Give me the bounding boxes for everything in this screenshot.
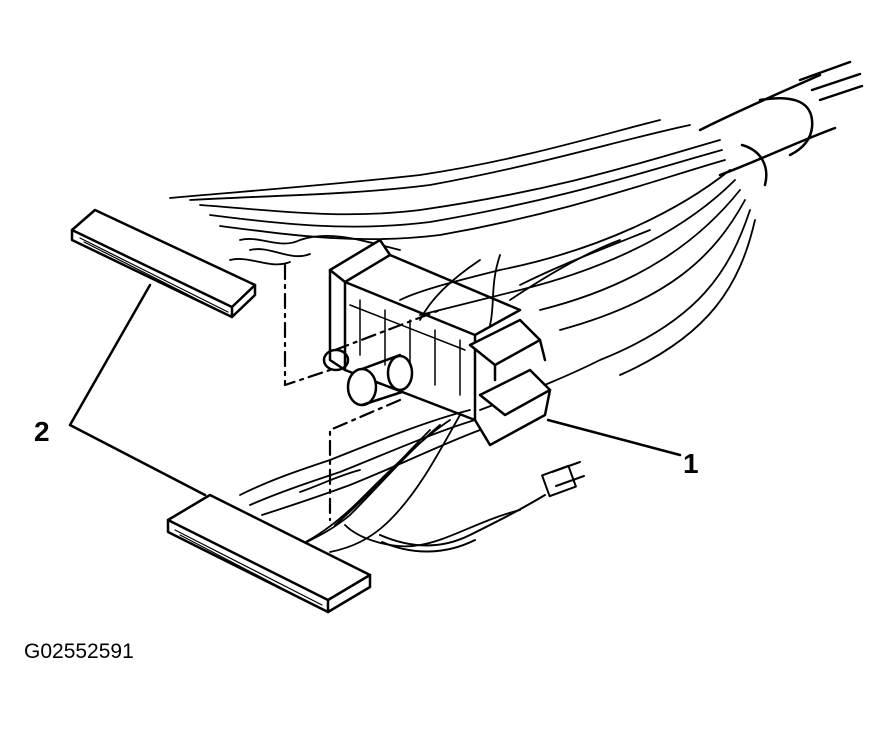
pigtail-connector: [379, 461, 585, 553]
lower-ribbon-connector: [166, 493, 372, 614]
callout-label-2: 2: [34, 416, 50, 447]
callout-leaders: [68, 283, 682, 497]
alignment-lines: [283, 263, 442, 522]
harness-trunk: [698, 60, 864, 187]
connector-housing: [328, 238, 552, 447]
callout-label-1: 1: [683, 448, 699, 479]
figure-id: G02552591: [24, 640, 134, 663]
upper-ribbon-connector: [70, 208, 257, 319]
connector-pin: [322, 348, 414, 407]
wire-bundle: [169, 119, 756, 411]
